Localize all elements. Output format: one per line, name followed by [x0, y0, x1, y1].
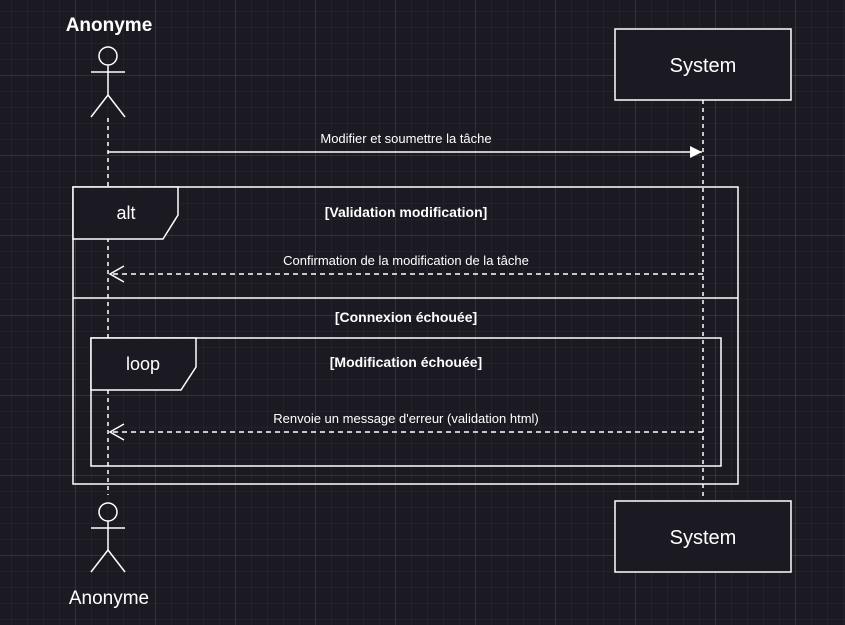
system-participant-bottom[interactable]: System — [614, 500, 792, 573]
actor-stick-figure-icon-top[interactable] — [90, 46, 126, 118]
message-3-label: Renvoie un message d'erreur (validation … — [273, 411, 539, 426]
loop-operator-label: loop — [126, 354, 160, 374]
alt-guard-1: [Validation modification] — [325, 204, 488, 220]
message-3-arrowhead — [108, 423, 125, 441]
actor-name-bottom: Anonyme — [69, 588, 149, 609]
loop-fragment: loop [Modification échouée] — [90, 337, 722, 467]
message-2-arrowhead — [108, 265, 125, 283]
system-name-bottom: System — [670, 527, 737, 549]
actor-name-top: Anonyme — [66, 15, 153, 36]
actor-stick-figure-icon-bottom[interactable] — [90, 502, 126, 573]
alt-guard-2: [Connexion échouée] — [335, 309, 477, 325]
loop-guard: [Modification échouée] — [330, 354, 482, 370]
loop-operator-tab — [90, 337, 197, 391]
alt-fragment: alt [Validation modification] [Connexion… — [72, 186, 739, 485]
system-name-top: System — [670, 55, 737, 77]
alt-operator-tab — [72, 186, 179, 240]
system-participant-top[interactable]: System — [614, 28, 792, 101]
alt-operator-label: alt — [116, 203, 135, 223]
message-2-label: Confirmation de la modification de la tâ… — [283, 253, 529, 268]
message-1-label: Modifier et soumettre la tâche — [320, 131, 491, 146]
